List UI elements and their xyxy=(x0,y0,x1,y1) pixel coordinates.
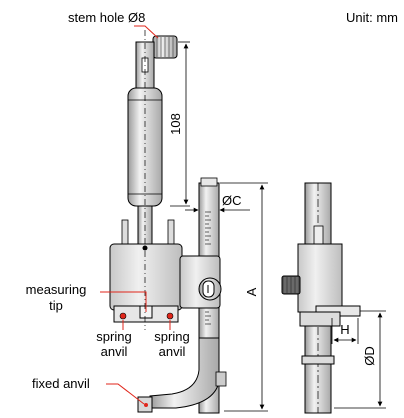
dim-a-label: A xyxy=(244,287,259,296)
spring-anvil-left-label-1: spring xyxy=(96,329,131,344)
dim-h-label: H xyxy=(340,322,349,337)
front-view xyxy=(109,30,227,414)
measuring-tip-label-2: tip xyxy=(49,298,63,313)
dimension-a: A xyxy=(220,182,268,412)
measuring-tip-leader xyxy=(100,291,147,312)
side-view xyxy=(281,182,361,414)
fixed-anvil-leader xyxy=(106,383,145,405)
spring-anvil-right-label-1: spring xyxy=(154,329,189,344)
dimension-d: ØD xyxy=(334,310,386,409)
dim-d-label: ØD xyxy=(362,346,377,366)
spring-anvil-right-part xyxy=(166,312,174,320)
spring-anvil-left-label-2: anvil xyxy=(101,344,128,359)
spring-anvil-right-label-2: anvil xyxy=(159,344,186,359)
dimension-c: ØC xyxy=(185,193,250,213)
dimension-108: 108 xyxy=(168,41,190,207)
fixed-anvil-label: fixed anvil xyxy=(32,376,90,391)
unit-label: Unit: mm xyxy=(346,10,398,25)
side-block xyxy=(297,243,343,313)
dim-c-label: ØC xyxy=(222,193,242,208)
side-knob xyxy=(281,275,301,295)
measuring-tip-label-1: measuring xyxy=(26,282,87,297)
spring-anvil-left-part xyxy=(119,312,127,320)
dimension-h: H xyxy=(331,318,359,344)
dim-108-label: 108 xyxy=(168,113,183,135)
stem-hole-label: stem hole Ø8 xyxy=(68,10,145,25)
stem-hole-leader xyxy=(134,25,159,39)
